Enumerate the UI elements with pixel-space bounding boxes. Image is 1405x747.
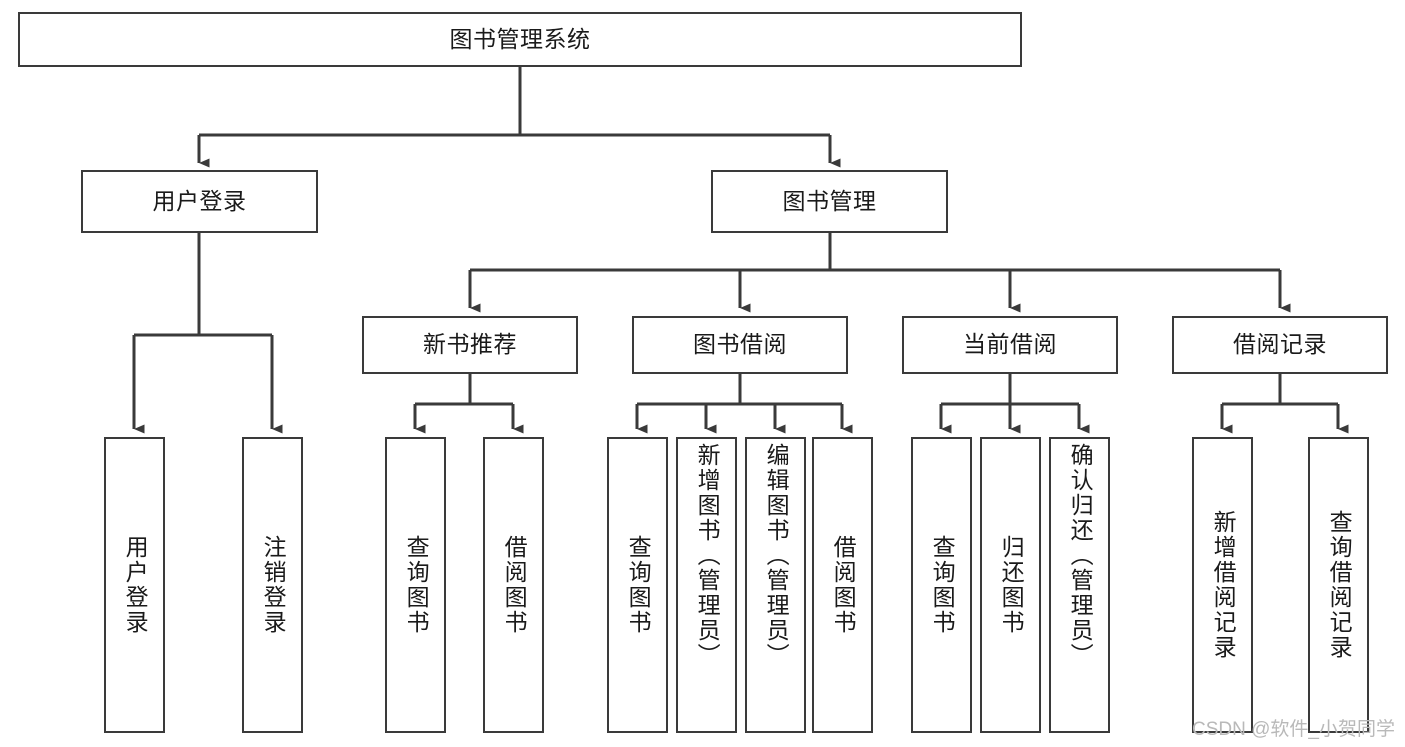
node-label: 查询图书 bbox=[403, 535, 430, 635]
connector-root-to-level2 bbox=[197, 67, 841, 168]
leaf-user-login-login[interactable]: 用户登录 bbox=[104, 437, 165, 733]
node-root-system[interactable]: 图书管理系统 bbox=[18, 12, 1022, 67]
connector-bookmgmt-to-level3 bbox=[468, 233, 1291, 313]
node-new-book-recommend[interactable]: 新书推荐 bbox=[362, 316, 578, 374]
connector-newbook-to-leaves bbox=[413, 374, 524, 434]
node-label: 图书借阅 bbox=[693, 331, 787, 358]
node-label: 当前借阅 bbox=[963, 331, 1057, 358]
connector-borrowrecord-to-leaves bbox=[1220, 374, 1349, 434]
watermark-text: CSDN @软件_小贺同学 bbox=[1192, 719, 1395, 740]
node-label: 图书管理系统 bbox=[449, 25, 591, 52]
node-label: 新增借阅记录 bbox=[1210, 510, 1237, 660]
node-label: 查询图书 bbox=[929, 535, 956, 635]
leaf-current-borrow-return[interactable]: 归还图书 bbox=[980, 437, 1041, 733]
node-current-borrow[interactable]: 当前借阅 bbox=[902, 316, 1118, 374]
node-borrow-record[interactable]: 借阅记录 bbox=[1172, 316, 1388, 374]
connector-bookborrow-to-leaves bbox=[635, 374, 853, 434]
leaf-book-borrow-lend[interactable]: 借阅图书 bbox=[812, 437, 873, 733]
leaf-current-borrow-query[interactable]: 查询图书 bbox=[911, 437, 972, 733]
leaf-borrow-record-add[interactable]: 新增借阅记录 bbox=[1192, 437, 1253, 733]
node-label: 借阅图书 bbox=[830, 535, 857, 635]
node-label: 查询图书 bbox=[625, 535, 652, 635]
node-label: 编辑图书（管理员） bbox=[763, 443, 790, 668]
leaf-new-book-query[interactable]: 查询图书 bbox=[385, 437, 446, 733]
node-label: 图书管理 bbox=[782, 187, 877, 214]
node-label: 查询借阅记录 bbox=[1326, 510, 1353, 660]
leaf-new-book-borrow[interactable]: 借阅图书 bbox=[483, 437, 544, 733]
node-book-management[interactable]: 图书管理 bbox=[711, 170, 948, 233]
node-label: 用户登录 bbox=[152, 187, 247, 214]
node-book-borrow[interactable]: 图书借阅 bbox=[632, 316, 848, 374]
node-label: 借阅记录 bbox=[1233, 331, 1327, 358]
node-label: 用户登录 bbox=[122, 535, 149, 635]
leaf-current-borrow-confirm-return[interactable]: 确认归还（管理员） bbox=[1049, 437, 1110, 733]
leaf-book-borrow-add[interactable]: 新增图书（管理员） bbox=[676, 437, 737, 733]
leaf-user-login-logout[interactable]: 注销登录 bbox=[242, 437, 303, 733]
node-label: 确认归还（管理员） bbox=[1067, 443, 1094, 668]
leaf-book-borrow-query[interactable]: 查询图书 bbox=[607, 437, 668, 733]
node-user-login[interactable]: 用户登录 bbox=[81, 170, 318, 233]
leaf-book-borrow-edit[interactable]: 编辑图书（管理员） bbox=[745, 437, 806, 733]
node-label: 归还图书 bbox=[998, 535, 1025, 635]
node-label: 新书推荐 bbox=[423, 331, 517, 358]
node-label: 注销登录 bbox=[260, 535, 287, 635]
node-label: 新增图书（管理员） bbox=[694, 443, 721, 668]
connector-userlogin-to-leaves bbox=[132, 233, 283, 434]
node-label: 借阅图书 bbox=[501, 535, 528, 635]
connector-currentborrow-to-leaves bbox=[939, 374, 1090, 434]
leaf-borrow-record-query[interactable]: 查询借阅记录 bbox=[1308, 437, 1369, 733]
